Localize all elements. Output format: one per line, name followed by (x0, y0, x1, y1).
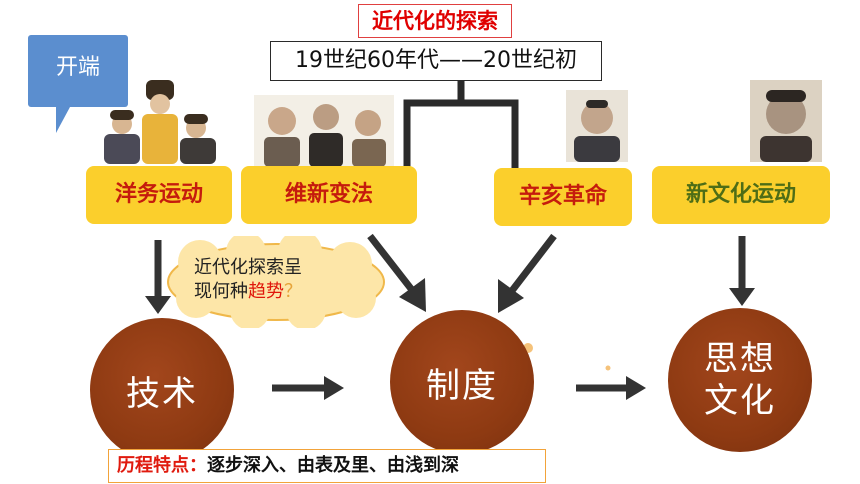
portrait-icon (750, 80, 822, 162)
stage-thought-culture: 思想 文化 (668, 308, 812, 452)
arrow-newculture-to-thought (729, 236, 755, 306)
cloud-highlight-trend: 趋势 (248, 281, 284, 302)
arrow-yangwu-to-technique (145, 240, 171, 314)
summary-box: 历程特点：逐步深入、由表及里、由浅到深 (108, 449, 546, 483)
movement-xinhai-label: 辛亥革命 (518, 184, 607, 209)
arrow-weixin-to-system (367, 233, 426, 312)
diagram-title: 近代化的探索 (358, 4, 512, 38)
arrow-technique-to-system (272, 376, 344, 400)
cloud-line-2-prefix: 现何种 (194, 281, 248, 302)
thought-cloud-shape (167, 236, 385, 328)
stage-thought-label-line2: 文化 (704, 381, 776, 421)
start-callout: 开端 (28, 35, 128, 133)
movement-xinhai: 辛亥革命 (494, 168, 632, 226)
movement-yangwu: 洋务运动 (86, 166, 232, 224)
period-bracket (403, 75, 519, 172)
summary-label: 历程特点： (117, 455, 207, 476)
stage-system-label: 制度 (426, 365, 498, 406)
movement-new-culture: 新文化运动 (652, 166, 830, 224)
movement-yangwu-label: 洋务运动 (114, 182, 203, 207)
portrait-icon (566, 90, 628, 162)
arrow-system-to-thought (576, 376, 646, 400)
movement-new-culture-label: 新文化运动 (685, 182, 796, 207)
cloud-line-1: 近代化探索呈 (194, 257, 302, 278)
thought-cloud-text: 近代化探索呈 现何种趋势？ (194, 256, 384, 304)
start-callout-text: 开端 (55, 55, 100, 80)
cloud-question-mark: ？ (284, 281, 302, 302)
stage-technique: 技术 (90, 318, 234, 462)
stage-thought-label-line1: 思想 (704, 339, 776, 379)
stage-technique-label: 技术 (126, 373, 198, 414)
period-label: 19世纪60年代——20世纪初 (270, 41, 602, 81)
portrait-group-icon (254, 95, 394, 167)
summary-text: 逐步深入、由表及里、由浅到深 (207, 455, 459, 476)
portrait-group-icon (104, 80, 216, 164)
movement-weixin-label: 维新变法 (284, 182, 373, 207)
arrow-xinhai-to-system (498, 233, 557, 313)
movement-weixin: 维新变法 (241, 166, 417, 224)
decor-dot (605, 365, 611, 371)
cloud-line-2: 现何种趋势？ (194, 280, 384, 304)
stage-system: 制度 (390, 310, 534, 454)
